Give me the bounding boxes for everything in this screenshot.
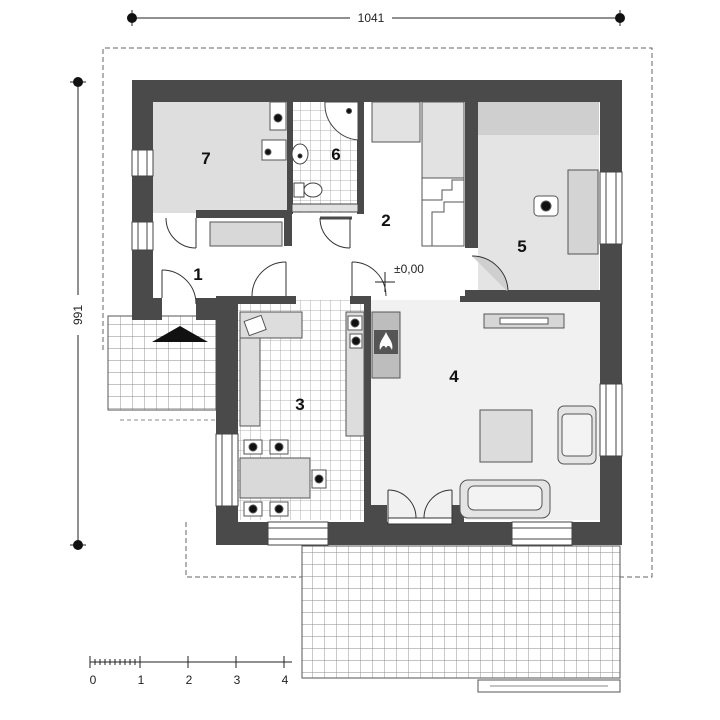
room-label-5: 5 <box>517 237 526 256</box>
fireplace-icon <box>371 311 401 379</box>
room-label-4: 4 <box>449 367 459 386</box>
scale-tick-1: 1 <box>138 673 145 687</box>
windows <box>131 149 623 546</box>
terrace-door <box>387 489 453 525</box>
scale-tick-3: 3 <box>234 673 241 687</box>
bathroom-fixtures <box>291 101 359 213</box>
scale-tick-2: 2 <box>186 673 193 687</box>
room-7-furniture <box>209 101 287 247</box>
width-dimension-label: 1041 <box>358 11 385 25</box>
kitchen-furniture <box>239 311 365 517</box>
scale-tick-0: 0 <box>90 673 97 687</box>
terrace <box>301 545 621 679</box>
room-label-2: 2 <box>381 211 390 230</box>
inner-walls <box>196 100 602 526</box>
depth-dimension-label: 991 <box>71 305 85 325</box>
room-5-furniture <box>533 169 599 255</box>
stairs <box>371 101 465 247</box>
roof-outline <box>102 47 653 578</box>
scale-bar <box>89 656 292 668</box>
room-label-7: 7 <box>201 149 210 168</box>
wardrobe-room-5 <box>478 101 599 135</box>
entrance-arrow-icon <box>152 326 208 342</box>
living-furniture <box>459 313 597 519</box>
room-label-6: 6 <box>331 145 340 164</box>
level-mark-cross <box>375 272 395 292</box>
level-mark: ±0,00 <box>394 262 424 276</box>
scale-tick-4: 4 <box>282 673 289 687</box>
entrance-steps <box>107 315 217 411</box>
room-label-3: 3 <box>295 395 304 414</box>
door-swings <box>161 216 509 305</box>
room-label-1: 1 <box>193 265 202 284</box>
